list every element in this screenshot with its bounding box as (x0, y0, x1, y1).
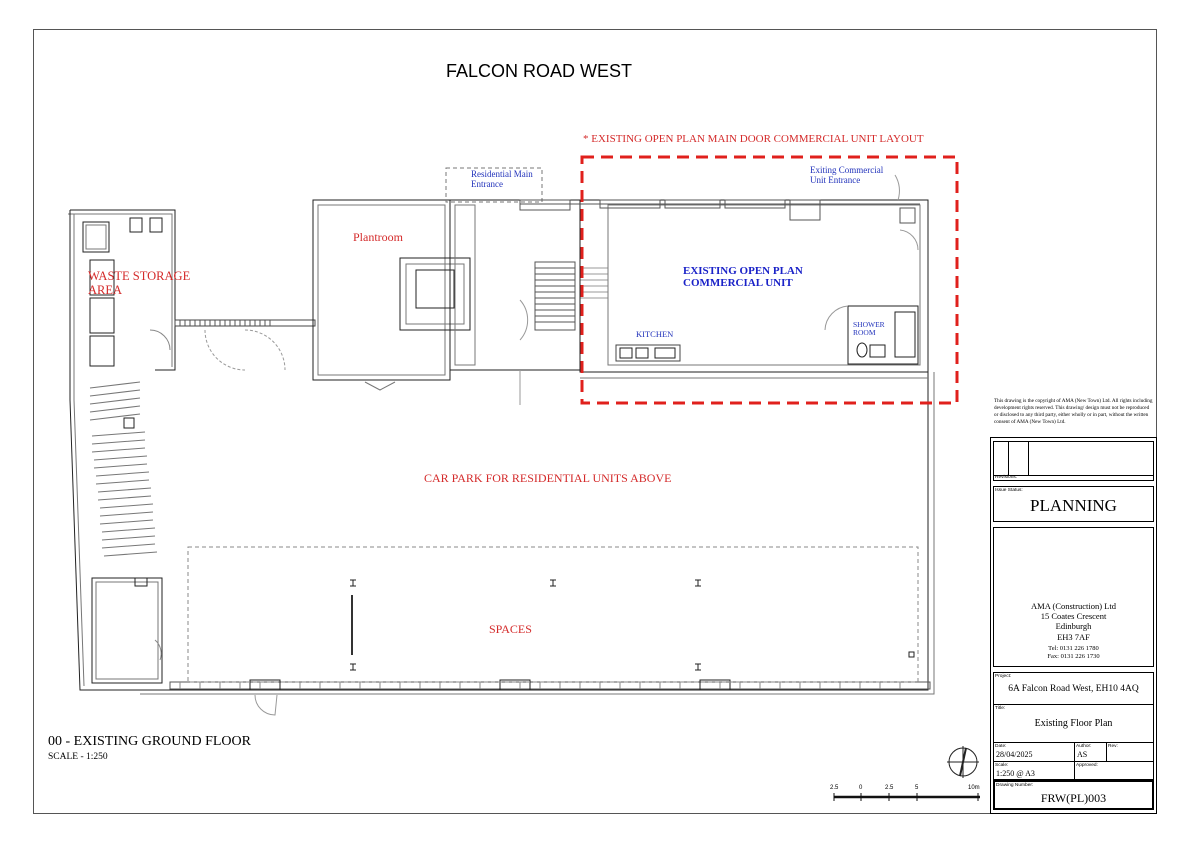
revisions-label: Revisions: (995, 475, 1018, 480)
scale-bar-label: 10m (968, 785, 980, 791)
residential-entrance-canopy (445, 167, 543, 203)
drawing-title: FALCON ROAD WEST (446, 61, 633, 81)
title-value: Existing Floor Plan (1034, 718, 1113, 729)
label-car-park: CAR PARK FOR RESIDENTIAL UNITS ABOVE (424, 471, 672, 485)
project-label: Project: (995, 674, 1012, 679)
company-city: Edinburgh (1055, 621, 1092, 632)
drawing-frame (33, 29, 1157, 814)
date-value: 28/04/2025 (996, 750, 1033, 759)
company-name: AMA (Construction) Ltd (1031, 601, 1116, 611)
issue-status-label: Issue Status: (995, 488, 1023, 493)
stair-treads (534, 261, 608, 331)
author-value: AS (1077, 750, 1088, 759)
parking-spaces-area (187, 546, 919, 683)
scale-label: SCALE - 1:250 (48, 752, 108, 762)
issue-status-box: Issue Status: PLANNING (993, 486, 1154, 522)
company-fax: Fax: 0131 226 1730 (1047, 652, 1100, 660)
commercial-unit-highlight (580, 155, 959, 405)
label-spaces: SPACES (489, 622, 532, 636)
cycle-racks (89, 381, 158, 557)
drawing-number-value: FRW(PL)003 (1040, 791, 1107, 805)
floor-label: 00 - EXISTING GROUND FLOOR (48, 734, 251, 749)
highlight-note: * EXISTING OPEN PLAN MAIN DOOR COMMERCIA… (583, 133, 924, 145)
scale-label-tb: Scale: (995, 763, 1009, 768)
title-label: Title: (995, 706, 1006, 711)
car-park-boundary (140, 372, 929, 691)
scale-value: 1:250 @ A3 (996, 769, 1035, 778)
shower-room-walls (847, 305, 919, 365)
label-residential-entrance: Residential Main Entrance (471, 169, 533, 189)
label-shower-room: SHOWER ROOM (853, 320, 885, 338)
copyright-notice: This drawing is the copyright of AMA (Ne… (994, 398, 1153, 426)
drawing-number-label: Drawing Number: (996, 783, 1034, 788)
company-tel: Tel: 0131 226 1780 (1048, 644, 1099, 652)
revisions-box: Revisions: (993, 441, 1154, 481)
west-boundary-wall (69, 210, 140, 691)
label-commercial-entrance: Exiting Commercial Unit Entrance (810, 165, 884, 185)
company-box: AMA (Construction) Ltd 15 Coates Crescen… (993, 527, 1154, 667)
author-label: Author: (1076, 744, 1092, 749)
approved-label: Approved: (1076, 763, 1098, 768)
label-plantroom: Plantroom (353, 230, 403, 244)
issue-status-value: PLANNING (1030, 496, 1117, 515)
company-postcode: EH3 7AF (1057, 631, 1090, 642)
rev-label: Rev: (1108, 744, 1118, 749)
label-waste-storage: WASTE STORAGE AREA (88, 269, 191, 297)
project-value: 6A Falcon Road West, EH10 4AQ (1008, 684, 1139, 694)
project-box: Project: 6A Falcon Road West, EH10 4AQ (993, 672, 1154, 706)
waste-storage-walls (70, 209, 176, 371)
scale-bar-label: 2.5 (830, 785, 839, 791)
date-label: Date: (995, 744, 1007, 749)
scale-bar-label: 5 (915, 785, 919, 791)
scale-bar-label: 2.5 (885, 785, 894, 791)
label-kitchen: KITCHEN (636, 329, 674, 339)
plantroom-walls (312, 199, 451, 381)
north-arrow (947, 746, 979, 778)
scale-bar-label: 0 (859, 785, 863, 791)
title-box: Title: Existing Floor Plan (993, 704, 1154, 744)
scale-bar (833, 793, 980, 801)
details-grid: Date: 28/04/2025 Author: AS Rev: Scale: … (993, 742, 1154, 780)
company-address: 15 Coates Crescent (1040, 611, 1107, 622)
label-open-plan-unit: EXISTING OPEN PLAN COMMERCIAL UNIT (683, 265, 803, 290)
kitchen-counter (615, 344, 681, 362)
drawing-number-box: Drawing Number: FRW(PL)003 (993, 780, 1154, 810)
